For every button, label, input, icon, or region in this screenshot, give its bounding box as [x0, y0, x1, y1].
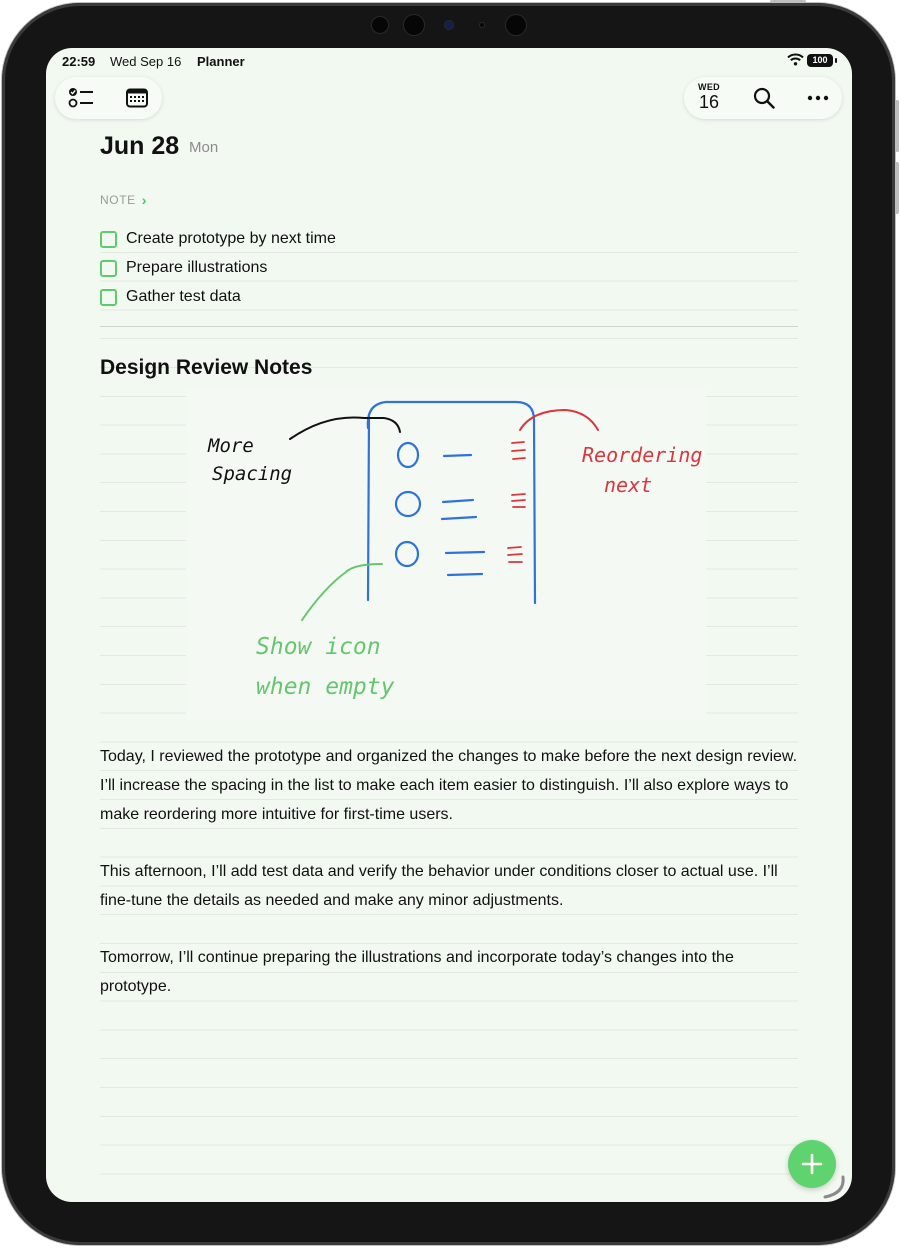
sketch-row-line: [442, 453, 473, 458]
toolbar-left: [55, 77, 162, 119]
sketch-label-when-empty: when empty: [256, 674, 395, 700]
task-checkbox[interactable]: [100, 288, 117, 306]
paragraph[interactable]: Today, I reviewed the prototype and orga…: [100, 748, 798, 823]
sensor-icon: [506, 15, 526, 35]
calendar-button[interactable]: [121, 82, 153, 114]
section-title: Design Review Notes: [100, 356, 313, 379]
add-button[interactable]: [788, 1140, 836, 1188]
task-label[interactable]: Prepare illustrations: [126, 259, 268, 276]
sketch-phone-left-edge: [366, 414, 371, 602]
task-item: Prepare illustrations: [100, 256, 267, 280]
sketch-row-circle: [394, 540, 420, 568]
task-label[interactable]: Create prototype by next time: [126, 230, 336, 247]
task-item: Create prototype by next time: [100, 227, 336, 251]
app-screen: 22:59 Wed Sep 16 Planner 100: [46, 48, 852, 1202]
status-bar: 22:59 Wed Sep 16 Planner 100: [46, 48, 852, 74]
wifi-icon: [787, 53, 804, 66]
more-button[interactable]: [802, 82, 834, 114]
task-item: Gather test data: [100, 285, 241, 309]
today-day-number: 16: [698, 92, 720, 112]
more-icon: [807, 95, 829, 101]
sensor-icon: [372, 17, 388, 33]
checklist-icon: [68, 88, 93, 108]
status-time: 22:59: [62, 54, 96, 69]
status-date: Wed Sep 16: [110, 54, 182, 69]
paragraph[interactable]: This afternoon, I’ll add test data and v…: [100, 863, 778, 909]
sketch-label-reordering: Reordering: [582, 443, 702, 467]
checklist-button[interactable]: [65, 82, 97, 114]
sensor-icon: [404, 15, 424, 35]
search-button[interactable]: [748, 82, 780, 114]
battery-icon: 100: [807, 54, 833, 67]
sketch-label-show-icon: Show icon: [256, 634, 381, 660]
sketch-row-circle: [394, 490, 422, 518]
toolbar-right: WED 16: [684, 77, 842, 119]
status-app-name: Planner: [197, 54, 245, 69]
sketch-drawing: More Spacing Reordering next Show icon w…: [207, 400, 702, 700]
sketch-label-more: More: [207, 435, 254, 457]
task-checkbox[interactable]: [100, 230, 117, 248]
note-link[interactable]: NOTE ›: [100, 192, 147, 208]
task-checkbox[interactable]: [100, 259, 117, 277]
sketch-canvas[interactable]: More Spacing Reordering next Show icon w…: [186, 388, 706, 720]
paragraph[interactable]: Tomorrow, I’ll continue preparing the il…: [100, 949, 734, 995]
sketch-row-line: [441, 498, 475, 504]
sketch-row-line: [440, 515, 478, 521]
page-title: Jun 28: [100, 132, 180, 160]
sketch-phone-frame: [366, 400, 537, 605]
calendar-icon: [126, 88, 148, 108]
sketch-label-next: next: [604, 473, 652, 497]
sketch-row-line: [446, 572, 484, 577]
sketch-spacing-arrow: [289, 416, 401, 440]
task-label[interactable]: Gather test data: [126, 288, 241, 305]
plus-icon: [801, 1153, 823, 1175]
search-icon: [753, 87, 775, 109]
camera-lens-icon: [445, 21, 453, 29]
today-button[interactable]: WED 16: [694, 82, 724, 112]
note-link-label: NOTE: [100, 193, 136, 207]
today-day-of-week: WED: [698, 82, 720, 92]
sketch-icon-arrow: [301, 563, 383, 621]
volume-up-button: [895, 100, 899, 152]
sensor-icon: [480, 23, 484, 27]
sketch-row-circle: [396, 441, 420, 469]
chevron-right-icon: ›: [141, 192, 147, 208]
sketch-label-spacing: Spacing: [212, 463, 292, 485]
section-divider: [100, 326, 798, 327]
sketch-reorder-arrow: [519, 409, 599, 431]
camera-array: [360, 14, 540, 36]
page-day-of-week: Mon: [189, 139, 219, 156]
resize-corner-icon: [823, 1175, 845, 1199]
sketch-row-line: [444, 550, 486, 555]
top-button: [770, 0, 806, 3]
battery-tip: [835, 58, 837, 63]
volume-down-button: [895, 162, 899, 214]
